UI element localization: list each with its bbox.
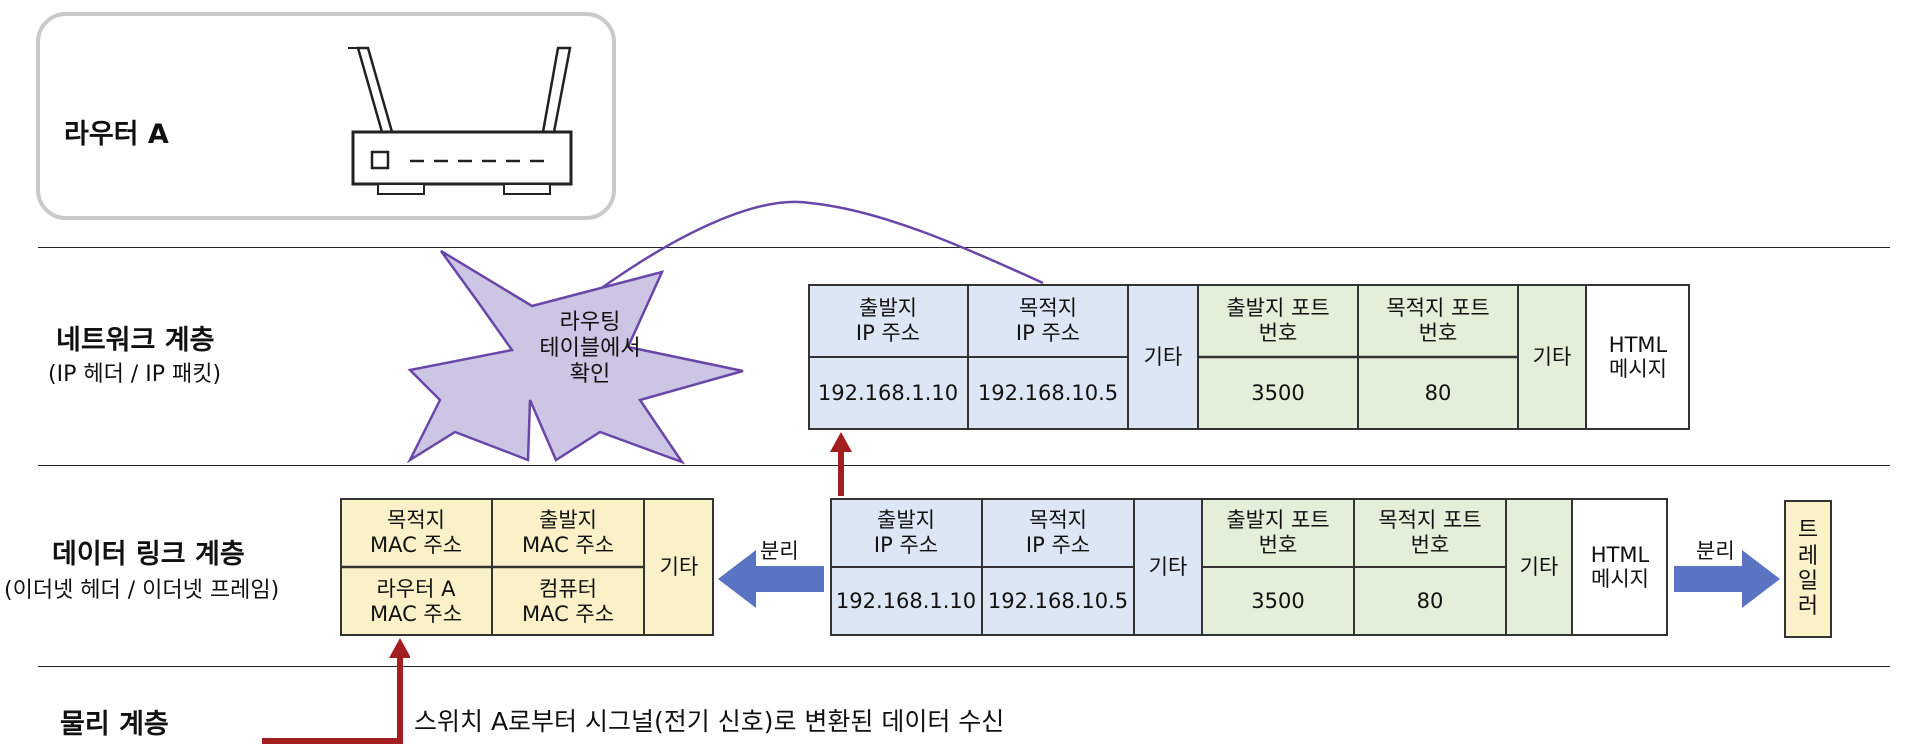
blue-left-arrow [718,550,824,608]
routing-burst-text: 라우팅 테이블에서 확인 [539,310,641,387]
router-icon [348,46,573,195]
layer-divider-bottom [38,666,1890,667]
network-layer-title: 네트워크 계층 [56,325,215,356]
separate-left-label: 분리 [760,539,799,563]
dl-src-ip-value: 192.168.1.10 [830,567,982,636]
dl-html-message: HTML 메시지 [1572,498,1668,636]
dl-dst-ip-header: 목적지 IP 주소 [982,498,1134,567]
net-other-1: 기타 [1128,284,1198,430]
dl-src-ip-header: 출발지 IP 주소 [830,498,982,567]
net-src-ip-header: 출발지 IP 주소 [808,284,968,357]
router-box [36,12,616,220]
dl-other-1: 기타 [1134,498,1202,636]
red-up-arrow [830,432,852,496]
ethernet-header: 목적지 MAC 주소 출발지 MAC 주소 라우터 A MAC 주소 컴퓨터 M… [340,498,714,636]
layer-divider-middle [38,465,1890,466]
net-dst-ip-header: 목적지 IP 주소 [968,284,1128,357]
src-mac-header: 출발지 MAC 주소 [492,498,644,567]
datalink-layer-title: 데이터 링크 계층 [52,539,245,570]
dl-src-port-value: 3500 [1202,567,1354,636]
net-other-2: 기타 [1518,284,1586,430]
physical-layer-title: 물리 계층 [60,709,169,740]
net-src-port-header: 출발지 포트 번호 [1198,284,1358,357]
dst-mac-value: 라우터 A MAC 주소 [340,567,492,636]
physical-description: 스위치 A로부터 시그널(전기 신호)로 변환된 데이터 수신 [414,707,1005,736]
blue-right-arrow [1674,550,1780,608]
red-elbow-arrow [262,638,410,744]
router-label: 라우터 A [64,119,169,150]
separate-right-label: 분리 [1696,539,1735,563]
dl-dst-port-value: 80 [1354,567,1506,636]
dl-dst-port-header: 목적지 포트 번호 [1354,498,1506,567]
network-layer-subtitle: (IP 헤더 / IP 패킷) [48,362,222,387]
src-mac-value: 컴퓨터 MAC 주소 [492,567,644,636]
net-html-message: HTML 메시지 [1586,284,1690,430]
mac-other: 기타 [644,498,714,636]
dl-src-port-header: 출발지 포트 번호 [1202,498,1354,567]
net-dst-port-header: 목적지 포트 번호 [1358,284,1518,357]
dst-mac-header: 목적지 MAC 주소 [340,498,492,567]
network-packet: 출발지 IP 주소 목적지 IP 주소 192.168.1.10 192.168… [808,284,1690,430]
datalink-layer-subtitle: (이더넷 헤더 / 이더넷 프레임) [4,578,280,603]
dl-other-2: 기타 [1506,498,1572,636]
net-dst-port-value: 80 [1358,357,1518,430]
net-dst-ip-value: 192.168.10.5 [968,357,1128,430]
datalink-packet: 출발지 IP 주소 목적지 IP 주소 192.168.1.10 192.168… [830,498,1668,636]
dl-dst-ip-value: 192.168.10.5 [982,567,1134,636]
net-src-ip-value: 192.168.1.10 [808,357,968,430]
trailer-box: 트 레 일 러 [1784,500,1832,638]
net-src-port-value: 3500 [1198,357,1358,430]
